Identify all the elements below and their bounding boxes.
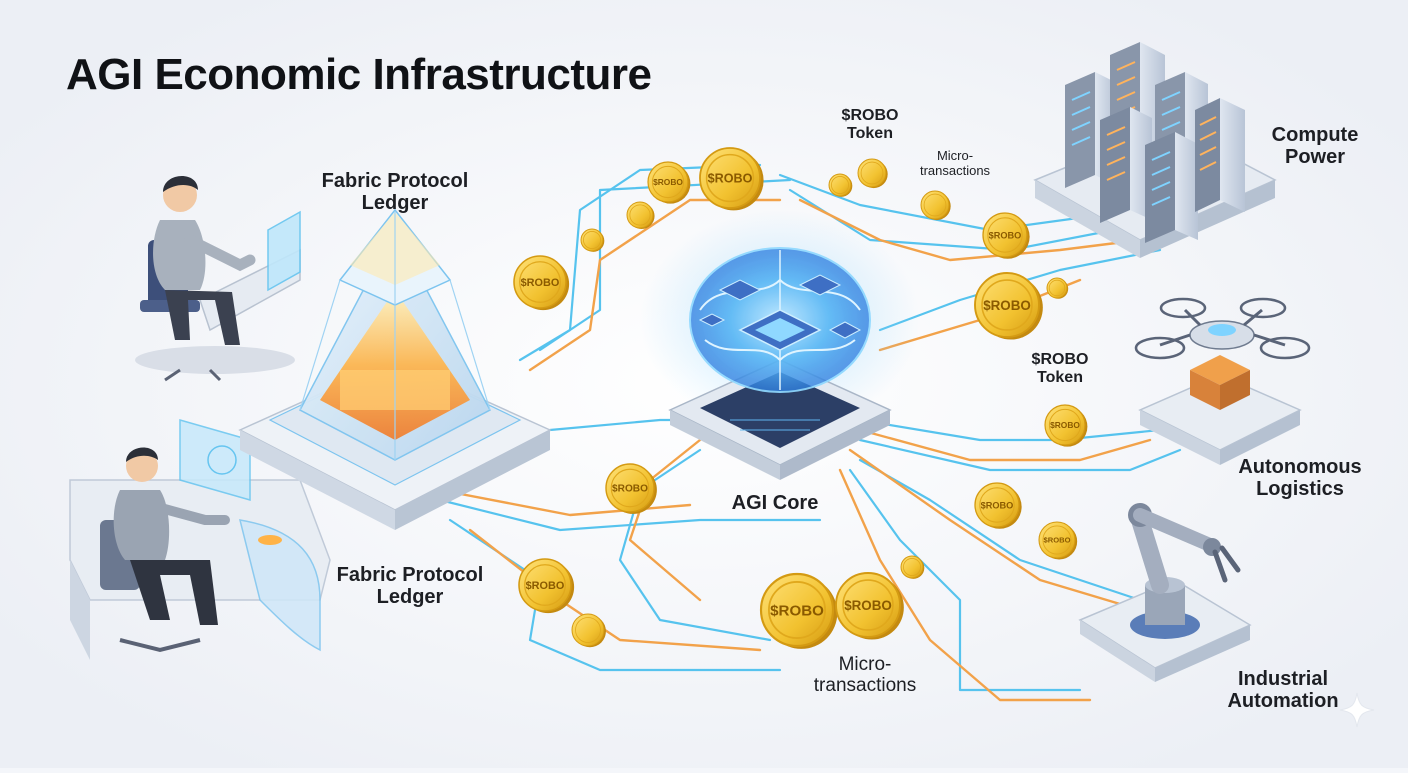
person-icon (135, 175, 301, 382)
coin-icon: $ROBO (974, 482, 1022, 529)
coins: $ROBO $ROBO $ROBO $ROBO $ROBO $ROBO $ROBO $ROBO… (513, 147, 1088, 649)
autonomous-logistics-label: Autonomous Logistics (1215, 456, 1385, 501)
coin-label: $ROBO (981, 500, 1014, 510)
label-line: transactions (919, 162, 991, 178)
coin-label: $ROBO (1043, 536, 1070, 545)
label-line: Compute (1271, 124, 1359, 146)
data-line (858, 438, 1182, 472)
label-line: Ledger (376, 586, 444, 609)
coin-label: $ROBO (989, 230, 1022, 240)
data-line (618, 448, 772, 642)
label-line: Automation (1227, 690, 1339, 713)
label-line: Fabric Protocol (336, 564, 484, 586)
label-line: Token (1037, 368, 1083, 386)
coin-icon: $ROBO (1038, 521, 1078, 560)
token-label-mid: $ROBO Token (1010, 351, 1110, 387)
agi-core-label: AGI Core (731, 492, 819, 514)
server-rack (1100, 107, 1152, 223)
label-line: Micro- (838, 654, 892, 675)
label-line: Fabric Protocol (321, 170, 469, 192)
coin-label: $ROBO (653, 177, 683, 187)
coin-icon (1046, 277, 1069, 299)
sparkle-icon (1339, 692, 1375, 728)
coin-label: $ROBO (612, 484, 648, 495)
diagram-title: AGI Economic Infrastructure (66, 50, 652, 99)
coin-icon (857, 158, 888, 189)
coin-icon: $ROBO (759, 572, 838, 649)
label-line: Logistics (1256, 478, 1344, 501)
coin-icon: $ROBO (699, 147, 764, 211)
payment-line (858, 428, 1152, 462)
data-lines (248, 163, 1182, 692)
label-line: Micro- (936, 148, 974, 163)
coin-icon (920, 190, 951, 221)
coin-icon (571, 613, 606, 648)
data-line (848, 468, 1082, 692)
token-label-top: $ROBO Token (820, 107, 920, 143)
label-line: Ledger (361, 192, 429, 215)
coin-label: $ROBO (526, 580, 565, 592)
server-rack (1195, 98, 1245, 212)
micro-transactions-label-bottom: Micro- transactions (785, 654, 945, 697)
coin-icon: $ROBO (513, 255, 570, 311)
data-line (438, 498, 822, 532)
label-line: $ROBO (841, 107, 899, 124)
coin-label: $ROBO (521, 277, 560, 289)
coin-label: $ROBO (1050, 420, 1080, 430)
coin-icon: $ROBO (974, 272, 1043, 340)
coin-label: $ROBO (983, 298, 1031, 313)
label-line: Token (847, 124, 893, 142)
server-rack (1145, 132, 1198, 243)
drone-icon (1134, 297, 1311, 465)
coin-icon: $ROBO (518, 558, 575, 614)
label-line: Autonomous (1238, 456, 1362, 478)
brain-chip-icon (640, 210, 920, 480)
coin-label: $ROBO (770, 602, 824, 619)
label-line: $ROBO (1031, 351, 1089, 368)
data-line (858, 418, 1162, 442)
ledger-label-top: Fabric Protocol Ledger (290, 170, 500, 215)
data-line (778, 173, 1102, 232)
server-rack-icon (1033, 42, 1277, 258)
coin-icon: $ROBO (982, 212, 1030, 259)
robot-arm-icon (1078, 503, 1252, 682)
coin-icon: $ROBO (1044, 404, 1088, 447)
ledger-label-bottom: Fabric Protocol Ledger (300, 564, 520, 609)
coin-icon (900, 555, 925, 579)
coin-icon: $ROBO (835, 572, 904, 640)
payment-line (838, 468, 1092, 702)
coin-label: $ROBO (708, 172, 753, 186)
coin-icon: $ROBO (605, 463, 657, 514)
label-line: Industrial (1237, 668, 1328, 690)
coin-icon (828, 173, 853, 197)
compute-power-label: Compute Power (1245, 124, 1385, 169)
industrial-automation-label: Industrial Automation (1198, 668, 1368, 713)
coin-icon (626, 201, 655, 230)
coin-label: $ROBO (844, 598, 892, 613)
coin-icon: $ROBO (647, 161, 691, 204)
label-line: Power (1284, 146, 1346, 169)
micro-transactions-label-top: Micro- transactions (900, 148, 1010, 178)
payment-line (848, 448, 1142, 612)
data-line (858, 458, 1142, 602)
pyramid-ledger-icon (238, 208, 552, 530)
coin-icon (580, 228, 605, 252)
payment-line (438, 488, 692, 517)
label-line: transactions (813, 675, 917, 697)
